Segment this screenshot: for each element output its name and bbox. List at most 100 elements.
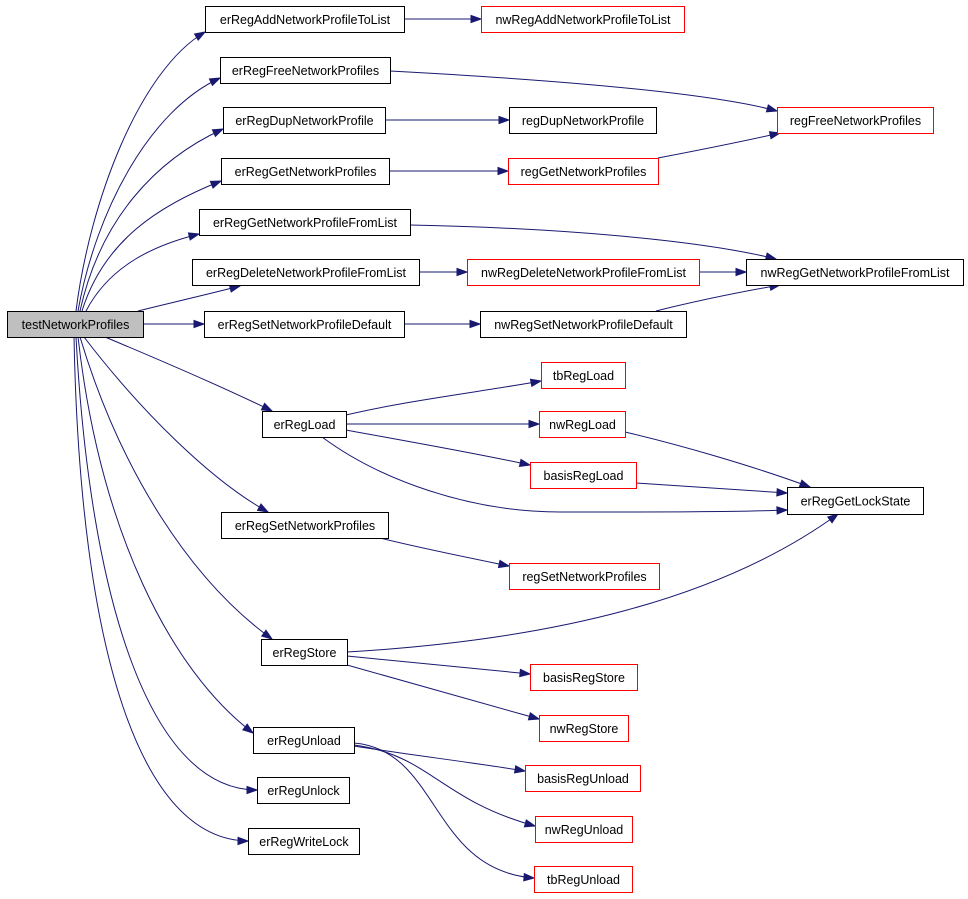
arrowhead-icon	[497, 559, 511, 569]
node-label: erRegDeleteNetworkProfileFromList	[206, 266, 407, 280]
node-label: erRegGetNetworkProfileFromList	[213, 216, 398, 230]
node-regFreeNetworkProfiles[interactable]: regFreeNetworkProfiles	[777, 107, 934, 134]
edge-line	[104, 336, 273, 412]
graph-nodes: testNetworkProfiles erRegAddNetworkProfil…	[7, 6, 964, 893]
node-erRegFreeNetworkProfiles[interactable]: erRegFreeNetworkProfiles	[220, 57, 391, 84]
arrowhead-icon	[765, 104, 779, 113]
edge-erRegLoad-to-basisRegLoad	[345, 429, 532, 467]
edge-line	[353, 744, 536, 827]
node-basisRegLoad[interactable]: basisRegLoad	[530, 462, 637, 489]
edge-testNetworkProfiles-to-erRegFreeNetworkProfiles	[77, 77, 222, 312]
node-tbRegUnload[interactable]: tbRegUnload	[534, 866, 633, 893]
node-box	[7, 311, 144, 338]
node-label: erRegGetNetworkProfiles	[235, 165, 377, 179]
arrowhead-icon	[237, 836, 250, 846]
node-box	[480, 311, 687, 338]
node-label: regDupNetworkProfile	[522, 114, 644, 128]
node-label: erRegLoad	[274, 418, 336, 432]
arrowhead-icon	[798, 479, 812, 488]
edge-testNetworkProfiles-to-erRegAddNetworkProfileToList	[75, 31, 207, 312]
arrowhead-icon	[498, 115, 511, 125]
node-nwRegLoad[interactable]: nwRegLoad	[539, 411, 626, 438]
arrowhead-icon	[528, 419, 541, 429]
node-erRegDupNetworkProfile[interactable]: erRegDupNetworkProfile	[223, 107, 386, 134]
node-nwRegDeleteNetworkProfileFromList[interactable]: nwRegDeleteNetworkProfileFromList	[467, 259, 700, 286]
edge-erRegFreeNetworkProfiles-to-regFreeNetworkProfiles	[389, 70, 779, 113]
edge-line	[79, 128, 224, 312]
node-box	[541, 362, 626, 389]
arrowhead-icon	[260, 402, 274, 412]
node-label: regGetNetworkProfiles	[521, 165, 647, 179]
node-regDupNetworkProfile[interactable]: regDupNetworkProfile	[509, 107, 657, 134]
arrowhead-icon	[513, 765, 527, 774]
edge-erRegGetNetworkProfiles-to-regGetNetworkProfiles	[388, 166, 510, 176]
edge-line	[635, 482, 788, 494]
edge-line	[79, 336, 273, 640]
arrowhead-icon	[527, 712, 541, 721]
node-nwRegSetNetworkProfileDefault[interactable]: nwRegSetNetworkProfileDefault	[480, 311, 687, 338]
node-box	[204, 311, 405, 338]
node-label: erRegSetNetworkProfileDefault	[218, 318, 392, 332]
edge-erRegLoad-to-erRegGetLockState	[321, 436, 789, 515]
node-label: erRegAddNetworkProfileToList	[220, 13, 391, 27]
arrowhead-icon	[470, 14, 483, 24]
edge-line	[75, 31, 206, 312]
arrowhead-icon	[208, 77, 222, 87]
node-nwRegUnload[interactable]: nwRegUnload	[535, 816, 633, 843]
node-nwRegGetNetworkProfileFromList[interactable]: nwRegGetNetworkProfileFromList	[746, 259, 964, 286]
arrowhead-icon	[193, 319, 206, 329]
arrowhead-icon	[518, 458, 532, 467]
edge-line	[85, 233, 200, 312]
node-erRegLoad[interactable]: erRegLoad	[262, 411, 347, 438]
node-basisRegStore[interactable]: basisRegStore	[530, 664, 638, 691]
node-erRegDeleteNetworkProfileFromList[interactable]: erRegDeleteNetworkProfileFromList	[192, 259, 420, 286]
node-nwRegStore[interactable]: nwRegStore	[539, 715, 629, 742]
edge-basisRegLoad-to-erRegGetLockState	[635, 482, 789, 497]
arrowhead-icon	[246, 785, 259, 795]
node-erRegSetNetworkProfiles[interactable]: erRegSetNetworkProfiles	[221, 512, 389, 539]
node-regSetNetworkProfiles[interactable]: regSetNetworkProfiles	[509, 563, 660, 590]
edge-testNetworkProfiles-to-erRegUnload	[77, 336, 255, 734]
node-erRegUnload[interactable]: erRegUnload	[253, 727, 355, 754]
edge-testNetworkProfiles-to-erRegWriteLock	[73, 336, 250, 846]
node-box	[221, 158, 390, 185]
node-erRegStore[interactable]: erRegStore	[261, 639, 348, 666]
node-erRegGetLockState[interactable]: erRegGetLockState	[787, 487, 924, 515]
node-box	[262, 411, 347, 438]
node-erRegGetNetworkProfileFromList[interactable]: erRegGetNetworkProfileFromList	[199, 209, 411, 236]
edge-testNetworkProfiles-to-erRegStore	[79, 336, 274, 640]
node-label: tbRegUnload	[547, 873, 620, 887]
node-regGetNetworkProfiles[interactable]: regGetNetworkProfiles	[508, 158, 659, 185]
edge-regGetNetworkProfiles-to-regFreeNetworkProfiles	[657, 131, 782, 159]
node-erRegGetNetworkProfiles[interactable]: erRegGetNetworkProfiles	[221, 158, 390, 185]
node-box	[257, 777, 350, 804]
node-erRegWriteLock[interactable]: erRegWriteLock	[248, 828, 360, 855]
edge-nwRegDeleteNetworkProfileFromList-to-nwRegGetNetworkProfileFromList	[699, 267, 748, 277]
node-basisRegUnload[interactable]: basisRegUnload	[525, 765, 641, 792]
edge-erRegLoad-to-nwRegLoad	[346, 419, 541, 429]
arrowhead-icon	[529, 378, 543, 388]
node-box	[248, 828, 360, 855]
edge-line	[321, 436, 788, 513]
edge-line	[346, 513, 839, 653]
node-box	[787, 487, 924, 515]
node-nwRegAddNetworkProfileToList[interactable]: nwRegAddNetworkProfileToList	[481, 6, 685, 33]
node-erRegSetNetworkProfileDefault[interactable]: erRegSetNetworkProfileDefault	[204, 311, 405, 338]
node-label: tbRegLoad	[553, 369, 614, 383]
node-box	[539, 411, 626, 438]
arrowhead-icon	[256, 503, 270, 513]
node-tbRegLoad[interactable]: tbRegLoad	[541, 362, 626, 389]
node-erRegUnlock[interactable]: erRegUnlock	[257, 777, 350, 804]
edge-erRegUnload-to-nwRegUnload	[353, 744, 537, 828]
node-label: nwRegGetNetworkProfileFromList	[761, 266, 950, 280]
node-testNetworkProfiles[interactable]: testNetworkProfiles	[7, 311, 144, 338]
node-label: testNetworkProfiles	[22, 318, 130, 332]
node-label: nwRegLoad	[549, 418, 616, 432]
edge-erRegUnload-to-tbRegUnload	[353, 742, 536, 882]
node-label: erRegUnlock	[267, 784, 340, 798]
node-label: basisRegStore	[543, 671, 625, 685]
edge-testNetworkProfiles-to-erRegLoad	[104, 336, 274, 412]
node-box	[481, 6, 685, 33]
edge-testNetworkProfiles-to-erRegDeleteNetworkProfileFromList	[137, 284, 242, 312]
node-erRegAddNetworkProfileToList[interactable]: erRegAddNetworkProfileToList	[205, 6, 405, 33]
